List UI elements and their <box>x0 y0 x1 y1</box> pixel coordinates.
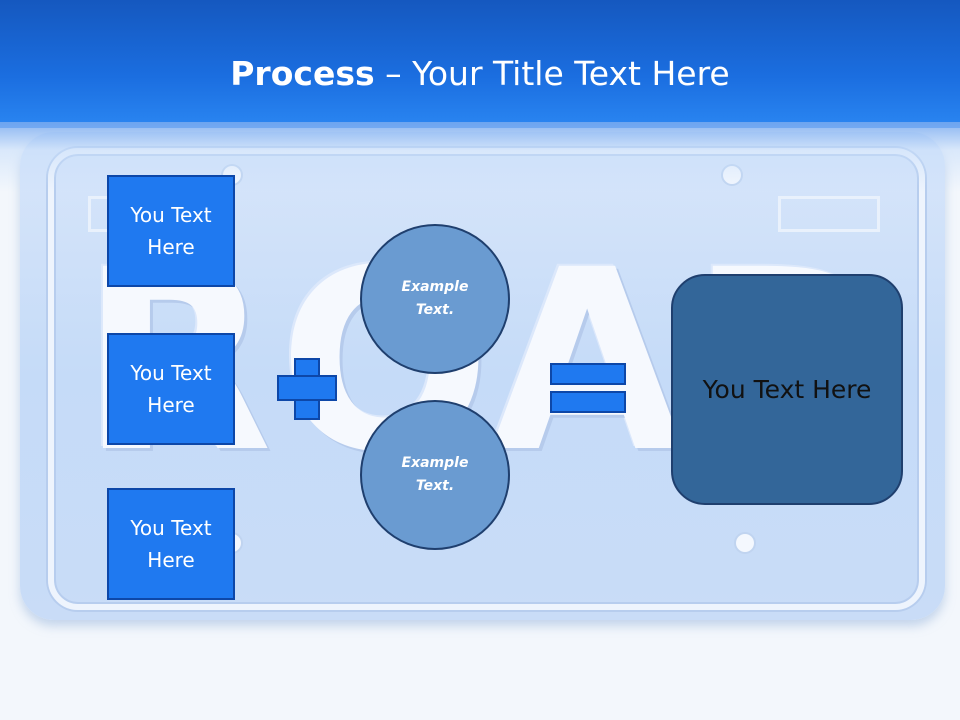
circle-label: Example Text. <box>401 279 469 318</box>
input-box-3[interactable]: You Text Here <box>107 488 235 600</box>
circle-label: Example Text. <box>401 455 469 494</box>
example-circle-2[interactable]: Example Text. <box>360 400 510 550</box>
input-box-label: You Text Here <box>130 361 212 417</box>
title-rest: – Your Title Text Here <box>374 54 730 93</box>
result-label: You Text Here <box>702 375 872 404</box>
equals-bar-top <box>550 363 626 385</box>
bolt-icon <box>736 534 754 552</box>
example-circle-1[interactable]: Example Text. <box>360 224 510 374</box>
input-box-label: You Text Here <box>130 516 212 572</box>
input-box-1[interactable]: You Text Here <box>107 175 235 287</box>
input-box-2[interactable]: You Text Here <box>107 333 235 445</box>
result-box[interactable]: You Text Here <box>671 274 903 505</box>
input-box-label: You Text Here <box>130 203 212 259</box>
header-band <box>0 0 960 128</box>
page-title[interactable]: Process – Your Title Text Here <box>0 52 960 96</box>
title-bold: Process <box>230 54 375 93</box>
plus-center <box>296 377 318 399</box>
equals-bar-bottom <box>550 391 626 413</box>
plate-sticker-outline <box>778 196 880 232</box>
